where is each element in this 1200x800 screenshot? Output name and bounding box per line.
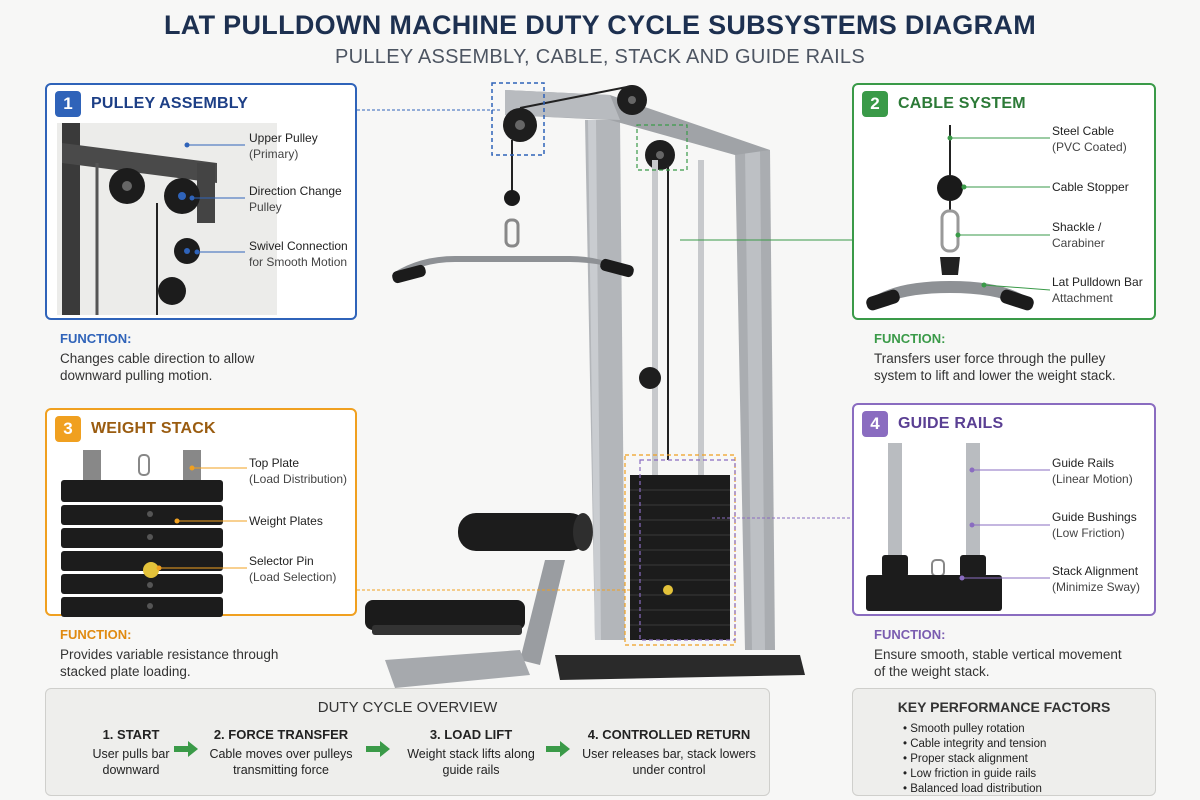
guide-rail-right-detail	[966, 443, 980, 583]
list-item: Cable integrity and tension	[903, 737, 1046, 752]
page-title: LAT PULLDOWN MACHINE DUTY CYCLE SUBSYSTE…	[164, 10, 1036, 40]
panel-title: WEIGHT STACK	[91, 420, 216, 437]
arrow-right-icon	[366, 741, 390, 757]
page-subtitle: PULLEY ASSEMBLY, CABLE, STACK AND GUIDE …	[334, 46, 865, 68]
panel-number-badge: 2	[862, 91, 888, 117]
cable-stopper	[504, 190, 520, 206]
arrow-right-icon	[546, 741, 570, 757]
panel-header: 1 PULLEY ASSEMBLY	[55, 91, 248, 117]
kpf-title: KEY PERFORMANCE FACTORS	[897, 699, 1111, 715]
guide-rod-left	[652, 160, 658, 640]
panel-header: 3 WEIGHT STACK	[55, 416, 216, 442]
cable-detail-image	[866, 125, 1051, 311]
lat-bar	[393, 256, 630, 280]
seat-support	[520, 560, 565, 665]
callout-shackle-carabiner: Shackle / Carabiner	[1052, 220, 1105, 250]
top-plate-detail	[61, 480, 223, 502]
cable-system-panel: 2 CABLE SYSTEM Steel Cable (PVC Coated) …	[852, 83, 1156, 320]
duty-step-start: 1. START User pulls bar downward	[92, 727, 170, 777]
panel-number-badge: 3	[55, 416, 81, 442]
knee-roller	[458, 513, 588, 551]
callout-selector-pin: Selector Pin (Load Selection)	[249, 554, 337, 584]
callout-cable-stopper: Cable Stopper	[1052, 180, 1129, 194]
callout-stack-alignment: Stack Alignment (Minimize Sway)	[1052, 564, 1141, 594]
key-performance-factors-panel: KEY PERFORMANCE FACTORS Smooth pulley ro…	[852, 688, 1156, 796]
duty-step-force-transfer: 2. FORCE TRANSFER Cable moves over pulle…	[209, 727, 353, 777]
arrow-right-icon	[174, 741, 198, 757]
panel-number-badge: 1	[55, 91, 81, 117]
cable-function-text: FUNCTION: Transfers user force through t…	[874, 331, 1116, 383]
pulley-assembly-panel: 1 PULLEY ASSEMBLY Upper Pulley (Primary)	[45, 83, 357, 320]
duty-step-controlled-return: 4. CONTROLLED RETURN User releases bar, …	[582, 727, 756, 777]
panel-header: 2 CABLE SYSTEM	[862, 91, 1026, 117]
panel-title: CABLE SYSTEM	[898, 95, 1026, 112]
duty-step-load-lift: 3. LOAD LIFT Weight stack lifts along gu…	[407, 727, 535, 777]
bar-attachment-detail	[869, 281, 1031, 310]
weight-stack-detail-image	[61, 450, 247, 617]
cable-stopper-detail	[937, 175, 963, 201]
guide-rails-panel: 4 GUIDE RAILS Guide Rails (Linear Motion…	[852, 403, 1156, 616]
duty-cycle-overview-panel: DUTY CYCLE OVERVIEW 1. START User pulls …	[45, 688, 770, 796]
panel-header: 4 GUIDE RAILS	[862, 411, 1003, 437]
weight-stack-panel: 3 WEIGHT STACK Top Plate (Load Distribut…	[45, 408, 357, 617]
seat-pad	[365, 600, 525, 630]
list-item: Smooth pulley rotation	[903, 722, 1046, 737]
callout-lat-pulldown-bar: Lat Pulldown Bar Attachment	[1052, 275, 1143, 305]
duty-cycle-title: DUTY CYCLE OVERVIEW	[317, 699, 498, 716]
guide-rails-detail-image	[866, 443, 1050, 611]
pulley-function-text: FUNCTION: Changes cable direction to all…	[60, 331, 255, 383]
callout-swivel-connection: Swivel Connection for Smooth Motion	[249, 239, 348, 269]
callout-top-plate: Top Plate (Load Distribution)	[249, 456, 348, 486]
callout-upper-pulley: Upper Pulley (Primary)	[249, 131, 318, 161]
guide-rod-right	[698, 160, 704, 640]
guide-rail-left-detail	[888, 443, 902, 583]
callout-steel-cable: Steel Cable (PVC Coated)	[1052, 124, 1127, 154]
panel-title: PULLEY ASSEMBLY	[91, 95, 249, 112]
panel-title: GUIDE RAILS	[898, 415, 1004, 432]
machine-base	[555, 655, 805, 680]
central-weight-stack	[630, 475, 730, 640]
kpf-list: Smooth pulley rotation Cable integrity a…	[903, 722, 1046, 797]
list-item: Low friction in guide rails	[903, 767, 1046, 782]
selector-pin-detail	[143, 562, 159, 578]
callout-weight-plates: Weight Plates	[249, 514, 323, 528]
stack-base-detail	[866, 575, 1002, 611]
callout-guide-bushings: Guide Bushings (Low Friction)	[1052, 510, 1137, 540]
pulley-detail-image	[57, 123, 277, 315]
stack-function-text: FUNCTION: Provides variable resistance t…	[60, 627, 279, 679]
carabiner-detail	[940, 209, 960, 253]
list-item: Balanced load distribution	[903, 782, 1046, 797]
panel-number-badge: 4	[862, 411, 888, 437]
rails-function-text: FUNCTION: Ensure smooth, stable vertical…	[874, 627, 1122, 679]
callout-guide-rails: Guide Rails (Linear Motion)	[1052, 456, 1133, 486]
callout-direction-change-pulley: Direction Change Pulley	[249, 184, 342, 214]
list-item: Proper stack alignment	[903, 752, 1046, 767]
